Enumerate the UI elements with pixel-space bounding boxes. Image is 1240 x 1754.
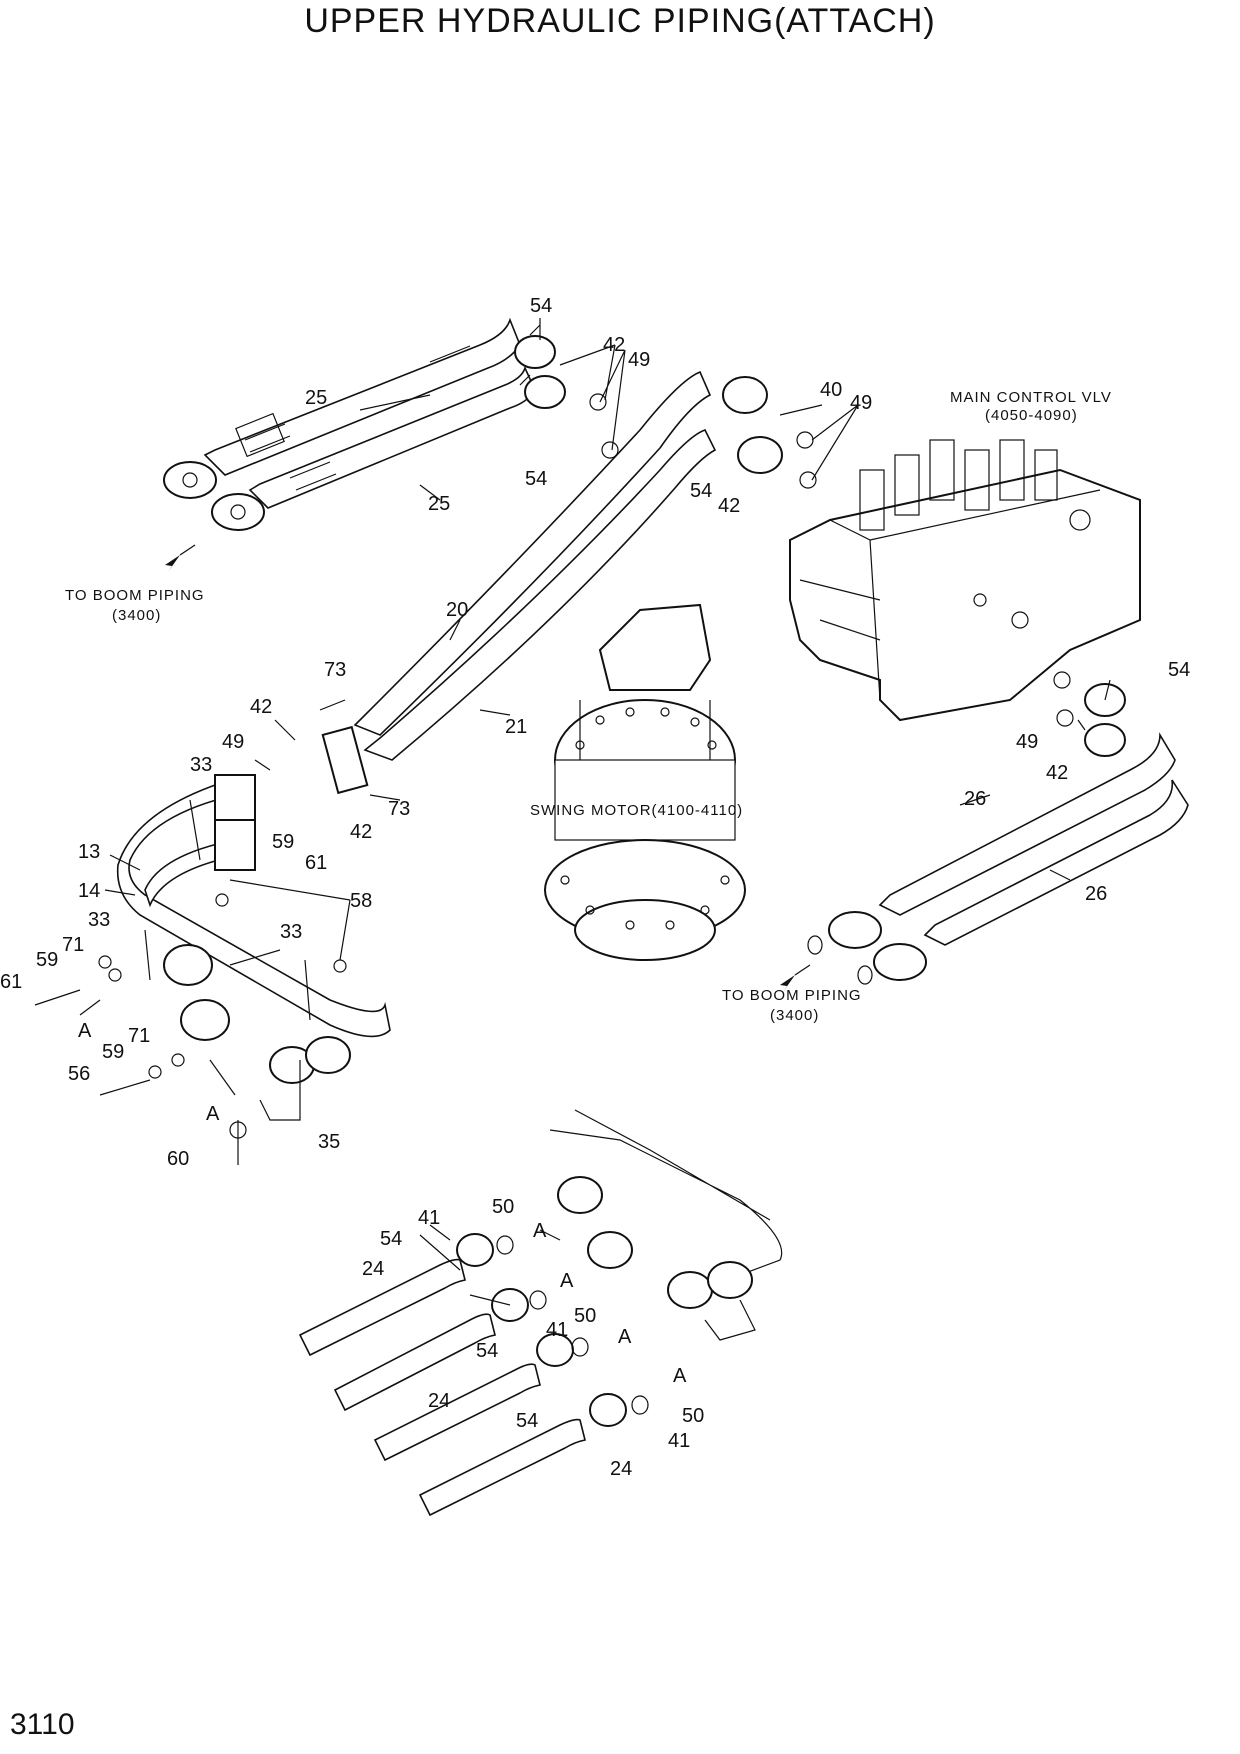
callout-label: 61 [305,852,327,874]
callout-label: 54 [516,1410,538,1432]
callout-label: 49 [1016,731,1038,753]
callout-label: 49 [628,349,650,371]
callout-label: 13 [78,841,100,863]
callout-label: 49 [850,392,872,414]
callout-label: 42 [350,821,372,843]
callout-label: 26 [1085,883,1107,905]
callout-label: 54 [690,480,712,502]
callout-label: 42 [1046,762,1068,784]
callout-label: 73 [388,798,410,820]
to-boom-piping-right-label: TO BOOM PIPING [722,987,862,1004]
callout-label: 33 [280,921,302,943]
callout-label: 71 [62,934,84,956]
callout-label: 54 [525,468,547,490]
callout-label: 42 [603,334,625,356]
arrow-right [780,964,811,992]
callout-label: A [78,1020,92,1042]
callout-label: 25 [305,387,327,409]
hose-21 [363,429,717,761]
flange-left-lower [211,493,265,531]
flanges-mid-cluster [722,376,817,489]
callout-label: 54 [380,1228,402,1250]
callout-label: 50 [574,1305,596,1327]
swing-motor-label: SWING MOTOR(4100-4110) [530,802,743,819]
callout-label: A [206,1103,220,1125]
hose-20 [353,370,712,736]
to-boom-piping-right-ref: (3400) [770,1007,819,1024]
callout-label: 24 [610,1458,632,1480]
callout-label: 33 [190,754,212,776]
callout-label: 24 [362,1258,384,1280]
callout-label: A [618,1326,632,1348]
callout-label: 41 [546,1319,568,1341]
callout-label: 59 [102,1041,124,1063]
callout-label: 14 [78,880,100,902]
callout-label: 54 [530,295,552,317]
callout-label: 25 [428,493,450,515]
callout-label: 41 [668,1430,690,1452]
leader-lines [79,318,1111,1306]
hose-26-lower [923,779,1189,946]
callout-label: 21 [505,716,527,738]
callout-label: 49 [222,731,244,753]
callout-label: 61 [0,971,22,993]
page-number: 3110 [10,1708,75,1741]
arrow-left [165,544,196,572]
bottom-detail-pipes [549,1109,783,1341]
callout-label: 24 [428,1390,450,1412]
callout-label: A [533,1220,547,1242]
hose-25-lower [248,365,536,509]
callout-label: 41 [418,1207,440,1229]
to-boom-piping-left-ref: (3400) [112,607,161,624]
flange-left-upper [163,461,217,499]
callout-label: 60 [167,1148,189,1170]
callout-label: 50 [492,1196,514,1218]
callout-label: 56 [68,1063,90,1085]
callout-label: A [673,1365,687,1387]
page-title: UPPER HYDRAULIC PIPING(ATTACH) [304,2,936,40]
main-control-valve-ref: (4050-4090) [985,407,1078,424]
pipe-assembly [116,725,391,1121]
callout-label: 58 [350,890,372,912]
callout-label: 26 [964,788,986,810]
callout-label: 33 [88,909,110,931]
hose-25-upper [203,317,521,476]
hose-24-set [298,1233,649,1517]
main-control-valve-label: MAIN CONTROL VLV [950,389,1112,406]
bolts-left [34,699,347,1165]
to-boom-piping-left-label: TO BOOM PIPING [65,587,205,604]
swing-motor [544,603,746,961]
callout-label: 42 [718,495,740,517]
callout-label: 42 [250,696,272,718]
callout-label: A [560,1270,574,1292]
flanges-right [807,671,1126,985]
callout-label: 40 [820,379,842,401]
callout-label: 71 [128,1025,150,1047]
callout-label: 20 [446,599,468,621]
hose-26-upper [878,732,1176,916]
flanges-top-cluster [514,324,619,459]
callout-label: 59 [272,831,294,853]
callout-label: 54 [1168,659,1190,681]
callout-label: 54 [476,1340,498,1362]
callout-label: 73 [324,659,346,681]
callout-label: 35 [318,1131,340,1153]
callout-label: 50 [682,1405,704,1427]
callout-label: 59 [36,949,58,971]
main-control-valve [789,439,1141,722]
